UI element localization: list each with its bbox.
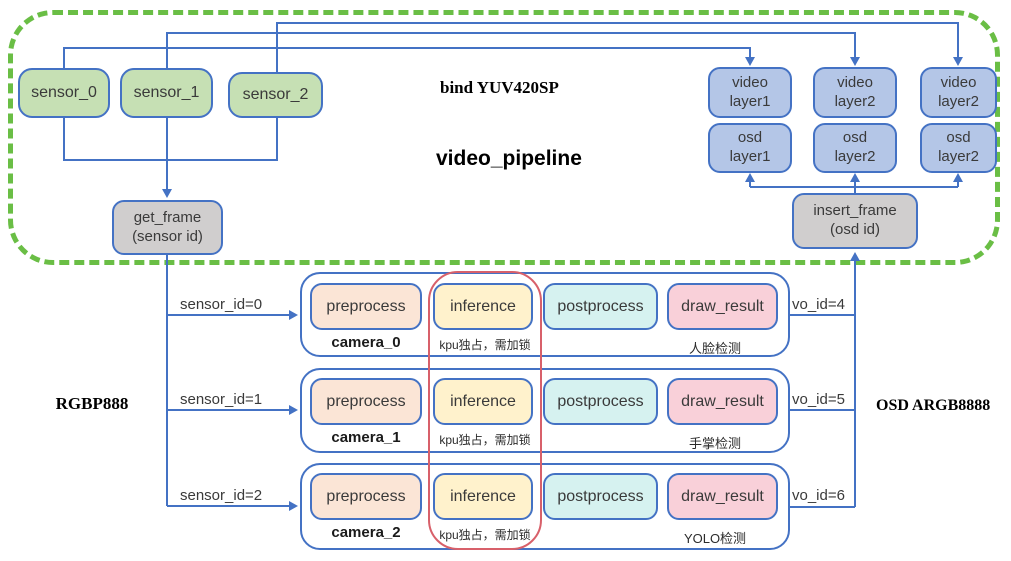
arrowhead (289, 501, 298, 511)
bind-format-label: bind YUV420SP (440, 78, 559, 97)
arrowhead (953, 173, 963, 182)
input-format-label: RGBP888 (55, 394, 129, 413)
vo-id-5-label: vo_id=5 (792, 391, 845, 408)
arrowhead (850, 173, 860, 182)
sensor2-to-video-layer2-line (276, 22, 959, 73)
sensor-id-2-label: sensor_id=2 (180, 487, 263, 504)
camera1-preprocess-node: preprocess (310, 378, 422, 425)
camera1-inference-node: inference (433, 378, 533, 425)
camera1-detection-label: 手掌检测 (688, 436, 741, 451)
camera1-draw-result-node: draw_result (667, 378, 778, 425)
camera1-postprocess-node: postprocess (543, 378, 658, 425)
arrowhead (745, 173, 755, 182)
camera-0-name: camera_0 (331, 334, 401, 351)
video-layer1-node: video layer1 (708, 67, 792, 118)
pipeline-title: video_pipeline (436, 147, 582, 170)
arrowhead (850, 252, 860, 261)
osd-layer2-mid-node: osd layer2 (813, 123, 897, 173)
osd-layer2-right-node: osd layer2 (920, 123, 997, 173)
camera2-detection-label: YOLO检测 (683, 531, 747, 546)
camera2-inference-node: inference (433, 473, 533, 520)
video-layer2-mid-node: video layer2 (813, 67, 897, 118)
camera2-kpu-note: kpu独占，需加锁 (439, 528, 531, 542)
camera-1-name: camera_1 (331, 429, 401, 446)
camera0-inference-node: inference (433, 283, 533, 330)
insert-frame-node: insert_frame (osd id) (792, 193, 918, 249)
get-frame-node: get_frame (sensor id) (112, 200, 223, 255)
sensor-2-node: sensor_2 (228, 72, 323, 118)
arrowhead (289, 310, 298, 320)
camera0-detection-label: 人脸检测 (688, 341, 741, 356)
video-layer2-right-node: video layer2 (920, 67, 997, 118)
sensor0-to-video-layer1-line (63, 47, 751, 68)
camera-2-name: camera_2 (331, 524, 401, 541)
sensor-id-1-label: sensor_id=1 (180, 391, 263, 408)
arrowhead (162, 189, 172, 198)
camera0-preprocess-node: preprocess (310, 283, 422, 330)
arrowhead (289, 405, 298, 415)
camera2-postprocess-node: postprocess (543, 473, 658, 520)
camera1-kpu-note: kpu独占，需加锁 (439, 433, 531, 447)
camera0-postprocess-node: postprocess (543, 283, 658, 330)
sensor1-to-video-layer2-line (166, 32, 856, 68)
sensor-0-node: sensor_0 (18, 68, 110, 118)
sensor-junction-line (63, 118, 278, 161)
arrowhead (953, 57, 963, 66)
vo-id-6-label: vo_id=6 (792, 487, 845, 504)
camera2-preprocess-node: preprocess (310, 473, 422, 520)
sensor-id-0-label: sensor_id=0 (180, 296, 263, 313)
camera0-kpu-note: kpu独占，需加锁 (439, 338, 531, 352)
sensor-1-node: sensor_1 (120, 68, 213, 118)
osd-layer1-node: osd layer1 (708, 123, 792, 173)
vo-id-4-label: vo_id=4 (792, 296, 845, 313)
osd-format-label: OSD ARGB8888 (876, 397, 991, 414)
arrowhead (745, 57, 755, 66)
camera2-draw-result-node: draw_result (667, 473, 778, 520)
camera0-draw-result-node: draw_result (667, 283, 778, 330)
video-pipeline-boundary (8, 10, 1000, 265)
arrowhead (850, 57, 860, 66)
